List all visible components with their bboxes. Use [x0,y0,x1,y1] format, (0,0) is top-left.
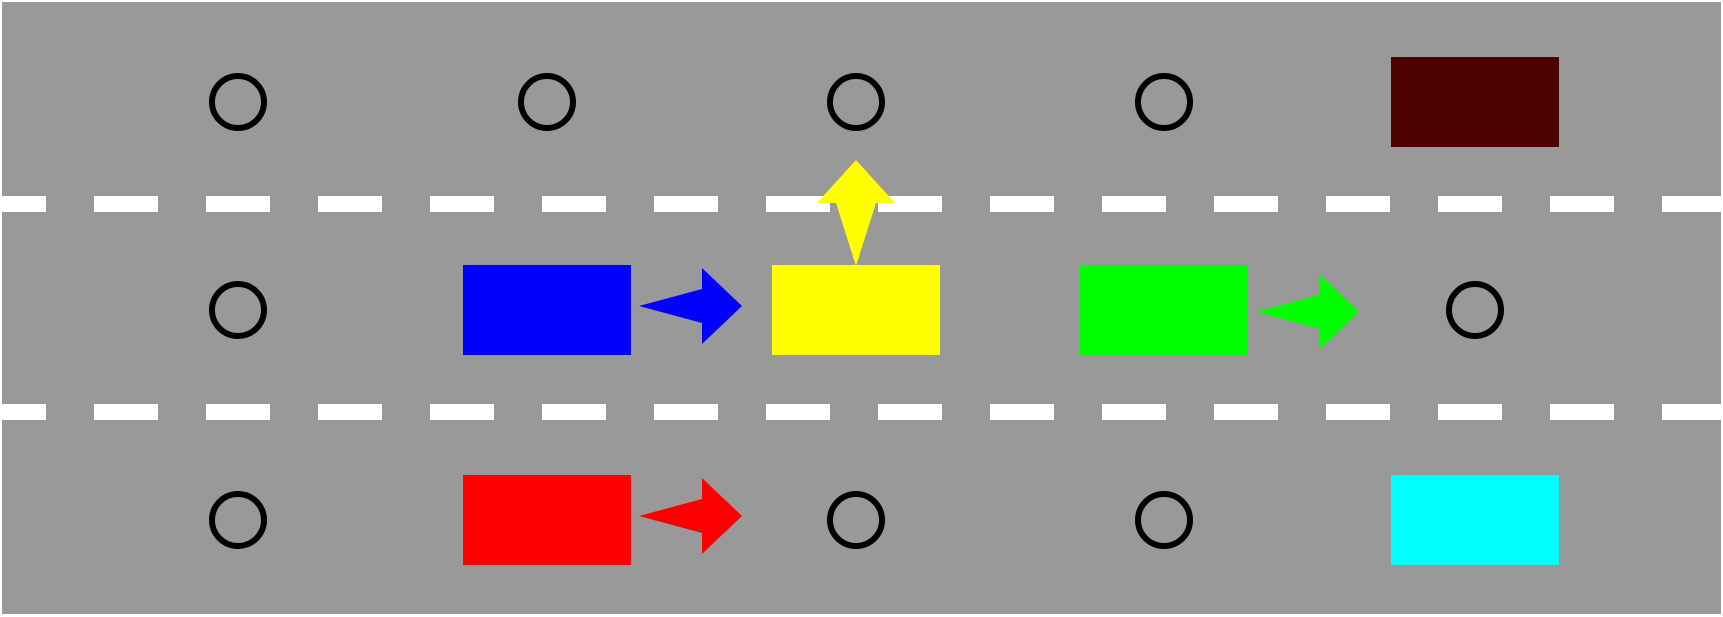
lane-divider-dash [1214,196,1278,212]
lane-slots [209,57,1559,565]
lane-divider-dash [1550,404,1614,420]
lane-bottom [209,475,1559,565]
empty-slot-circle-icon [518,73,576,131]
lane-divider-dash [1438,196,1502,212]
lane-divider-dash [1102,196,1166,212]
lane-divider-dash [318,196,382,212]
lane-middle [209,160,1504,355]
lane-divider-dash [94,196,158,212]
lane-divider-dash [990,404,1054,420]
lane-divider-dash [990,196,1054,212]
lane-divider-dash [1102,404,1166,420]
lane-divider-dash [206,196,270,212]
lane-divider-dash [430,196,494,212]
vehicle-block [1391,475,1559,565]
lane-divider-dash [654,404,718,420]
lane-divider-dash [766,196,830,212]
lane-divider-dash [542,196,606,212]
lane-divider-dash [1550,196,1614,212]
vehicle-block [772,265,940,355]
forward-arrow-icon [639,268,742,344]
lane-divider-dash [1662,196,1723,212]
vehicle-block [463,475,631,565]
forward-arrow-icon [1256,274,1359,350]
vehicle-block [1391,57,1559,147]
lane-divider-dash [0,196,46,212]
lane-divider-dash [766,404,830,420]
lane-top [209,57,1559,147]
lane-divider-dash [206,404,270,420]
lane-divider-dash [878,404,942,420]
lane-divider-dash [878,196,942,212]
lane-change-arrow-icon [817,160,895,266]
empty-slot-circle-icon [209,281,267,339]
empty-slot-circle-icon [1135,491,1193,549]
lane-divider-dash [654,196,718,212]
empty-slot-circle-icon [827,491,885,549]
empty-slot-circle-icon [827,73,885,131]
vehicle-block [463,265,631,355]
vehicle-block [1080,265,1248,355]
forward-arrow-icon [639,478,742,554]
lane-divider-dash [0,404,46,420]
lane-markings [0,196,1723,420]
lane-divider-dash [1214,404,1278,420]
lane-divider-dash [1326,196,1390,212]
empty-slot-circle-icon [1446,281,1504,339]
empty-slot-circle-icon [209,73,267,131]
empty-slot-circle-icon [209,491,267,549]
lane-divider-dash [1326,404,1390,420]
lane-divider-dash [318,404,382,420]
lane-divider-dash [1662,404,1723,420]
lane-divider-dash [1438,404,1502,420]
empty-slot-circle-icon [1135,73,1193,131]
lane-divider-dash [430,404,494,420]
lane-divider-dash [94,404,158,420]
lane-divider-dash [542,404,606,420]
